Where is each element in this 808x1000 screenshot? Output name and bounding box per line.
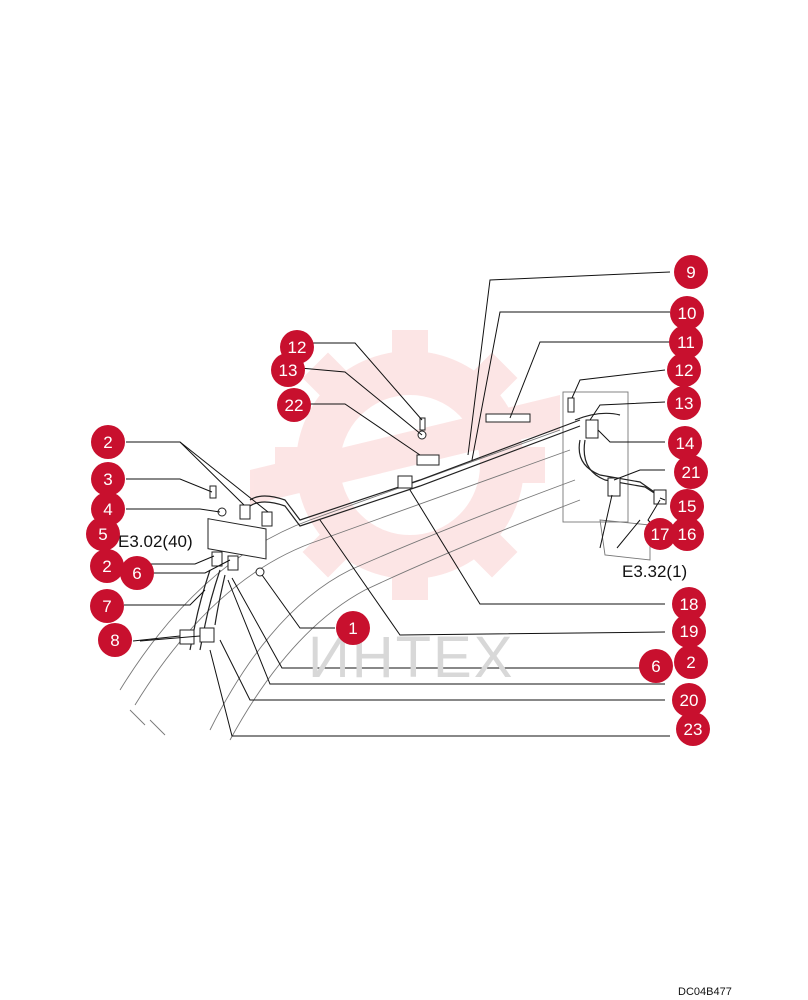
svg-text:13: 13 <box>675 394 694 413</box>
valve-block <box>207 518 267 560</box>
fitting <box>239 504 251 520</box>
callout-bubble: 7 <box>90 589 124 623</box>
svg-text:19: 19 <box>680 622 699 641</box>
svg-text:14: 14 <box>676 434 695 453</box>
callout-bubble: 20 <box>672 683 706 717</box>
svg-text:20: 20 <box>680 691 699 710</box>
callout-bubble: 1 <box>336 611 370 645</box>
bolt <box>419 417 426 431</box>
svg-text:4: 4 <box>103 500 112 519</box>
fitting <box>211 551 223 567</box>
coupling <box>397 475 413 489</box>
svg-text:12: 12 <box>675 361 694 380</box>
svg-text:1: 1 <box>348 619 357 638</box>
callout-bubble: 17 <box>644 518 676 550</box>
svg-text:2: 2 <box>102 557 111 576</box>
callout-bubble: 6 <box>639 649 673 683</box>
callout-bubble: 5 <box>86 517 120 551</box>
svg-text:8: 8 <box>110 631 119 650</box>
callout-bubble: 13 <box>271 353 305 387</box>
elbow <box>199 627 215 643</box>
callout-bubble: 12 <box>667 353 701 387</box>
svg-text:21: 21 <box>682 463 701 482</box>
svg-text:16: 16 <box>678 525 697 544</box>
clamp-plate <box>485 413 531 423</box>
callout-bubble: 2 <box>91 425 125 459</box>
svg-text:2: 2 <box>103 433 112 452</box>
callout-bubble: 2 <box>674 645 708 679</box>
callout-bubble: 9 <box>674 255 708 289</box>
callout-bubble: 15 <box>670 489 704 523</box>
connector <box>653 489 667 505</box>
clamp <box>416 454 440 466</box>
svg-text:11: 11 <box>677 333 695 352</box>
callout-bubble: 18 <box>672 587 706 621</box>
svg-text:18: 18 <box>680 595 699 614</box>
connector <box>607 477 621 497</box>
svg-text:3: 3 <box>103 470 112 489</box>
svg-text:6: 6 <box>651 657 660 676</box>
svg-text:2: 2 <box>686 653 695 672</box>
svg-text:22: 22 <box>285 396 304 415</box>
fitting <box>227 555 239 571</box>
callout-bubble: 6 <box>120 556 154 590</box>
callout-bubble: 10 <box>670 296 704 330</box>
svg-text:10: 10 <box>678 304 697 323</box>
callout-bubble: 21 <box>674 455 708 489</box>
callout-bubble: 14 <box>668 426 702 460</box>
drawing-code: DC04B477 <box>678 986 732 998</box>
callouts: 9 10 11 12 13 22 12 13 14 21 15 16 17 2 … <box>86 255 710 746</box>
bolt <box>567 397 575 413</box>
svg-text:7: 7 <box>102 597 111 616</box>
plug <box>255 567 265 577</box>
callout-bubble: 23 <box>676 712 710 746</box>
leader-lines <box>124 271 671 737</box>
callout-bubble: 22 <box>277 388 311 422</box>
hydraulic-lines <box>189 412 666 651</box>
machine-frame <box>119 391 651 741</box>
callout-bubble: 13 <box>667 386 701 420</box>
svg-text:9: 9 <box>686 263 695 282</box>
svg-text:13: 13 <box>279 361 298 380</box>
svg-text:5: 5 <box>98 525 107 544</box>
callout-bubble: 11 <box>669 325 703 359</box>
svg-text:6: 6 <box>132 564 141 583</box>
callout-bubble: 19 <box>672 614 706 648</box>
callout-bubble: 2 <box>90 549 124 583</box>
fitting <box>261 511 273 527</box>
reference-label: E3.32(1) <box>622 562 687 581</box>
callout-bubble: 8 <box>98 623 132 657</box>
hydraulic-components <box>179 397 667 645</box>
reference-label: E3.02(40) <box>118 532 193 551</box>
svg-text:15: 15 <box>678 497 697 516</box>
bolt <box>209 485 217 499</box>
svg-text:12: 12 <box>288 338 307 357</box>
svg-text:17: 17 <box>651 525 670 544</box>
callout-bubble: 16 <box>670 517 704 551</box>
callout-bubble: 3 <box>91 462 125 496</box>
svg-text:23: 23 <box>684 720 703 739</box>
connector <box>585 419 599 439</box>
